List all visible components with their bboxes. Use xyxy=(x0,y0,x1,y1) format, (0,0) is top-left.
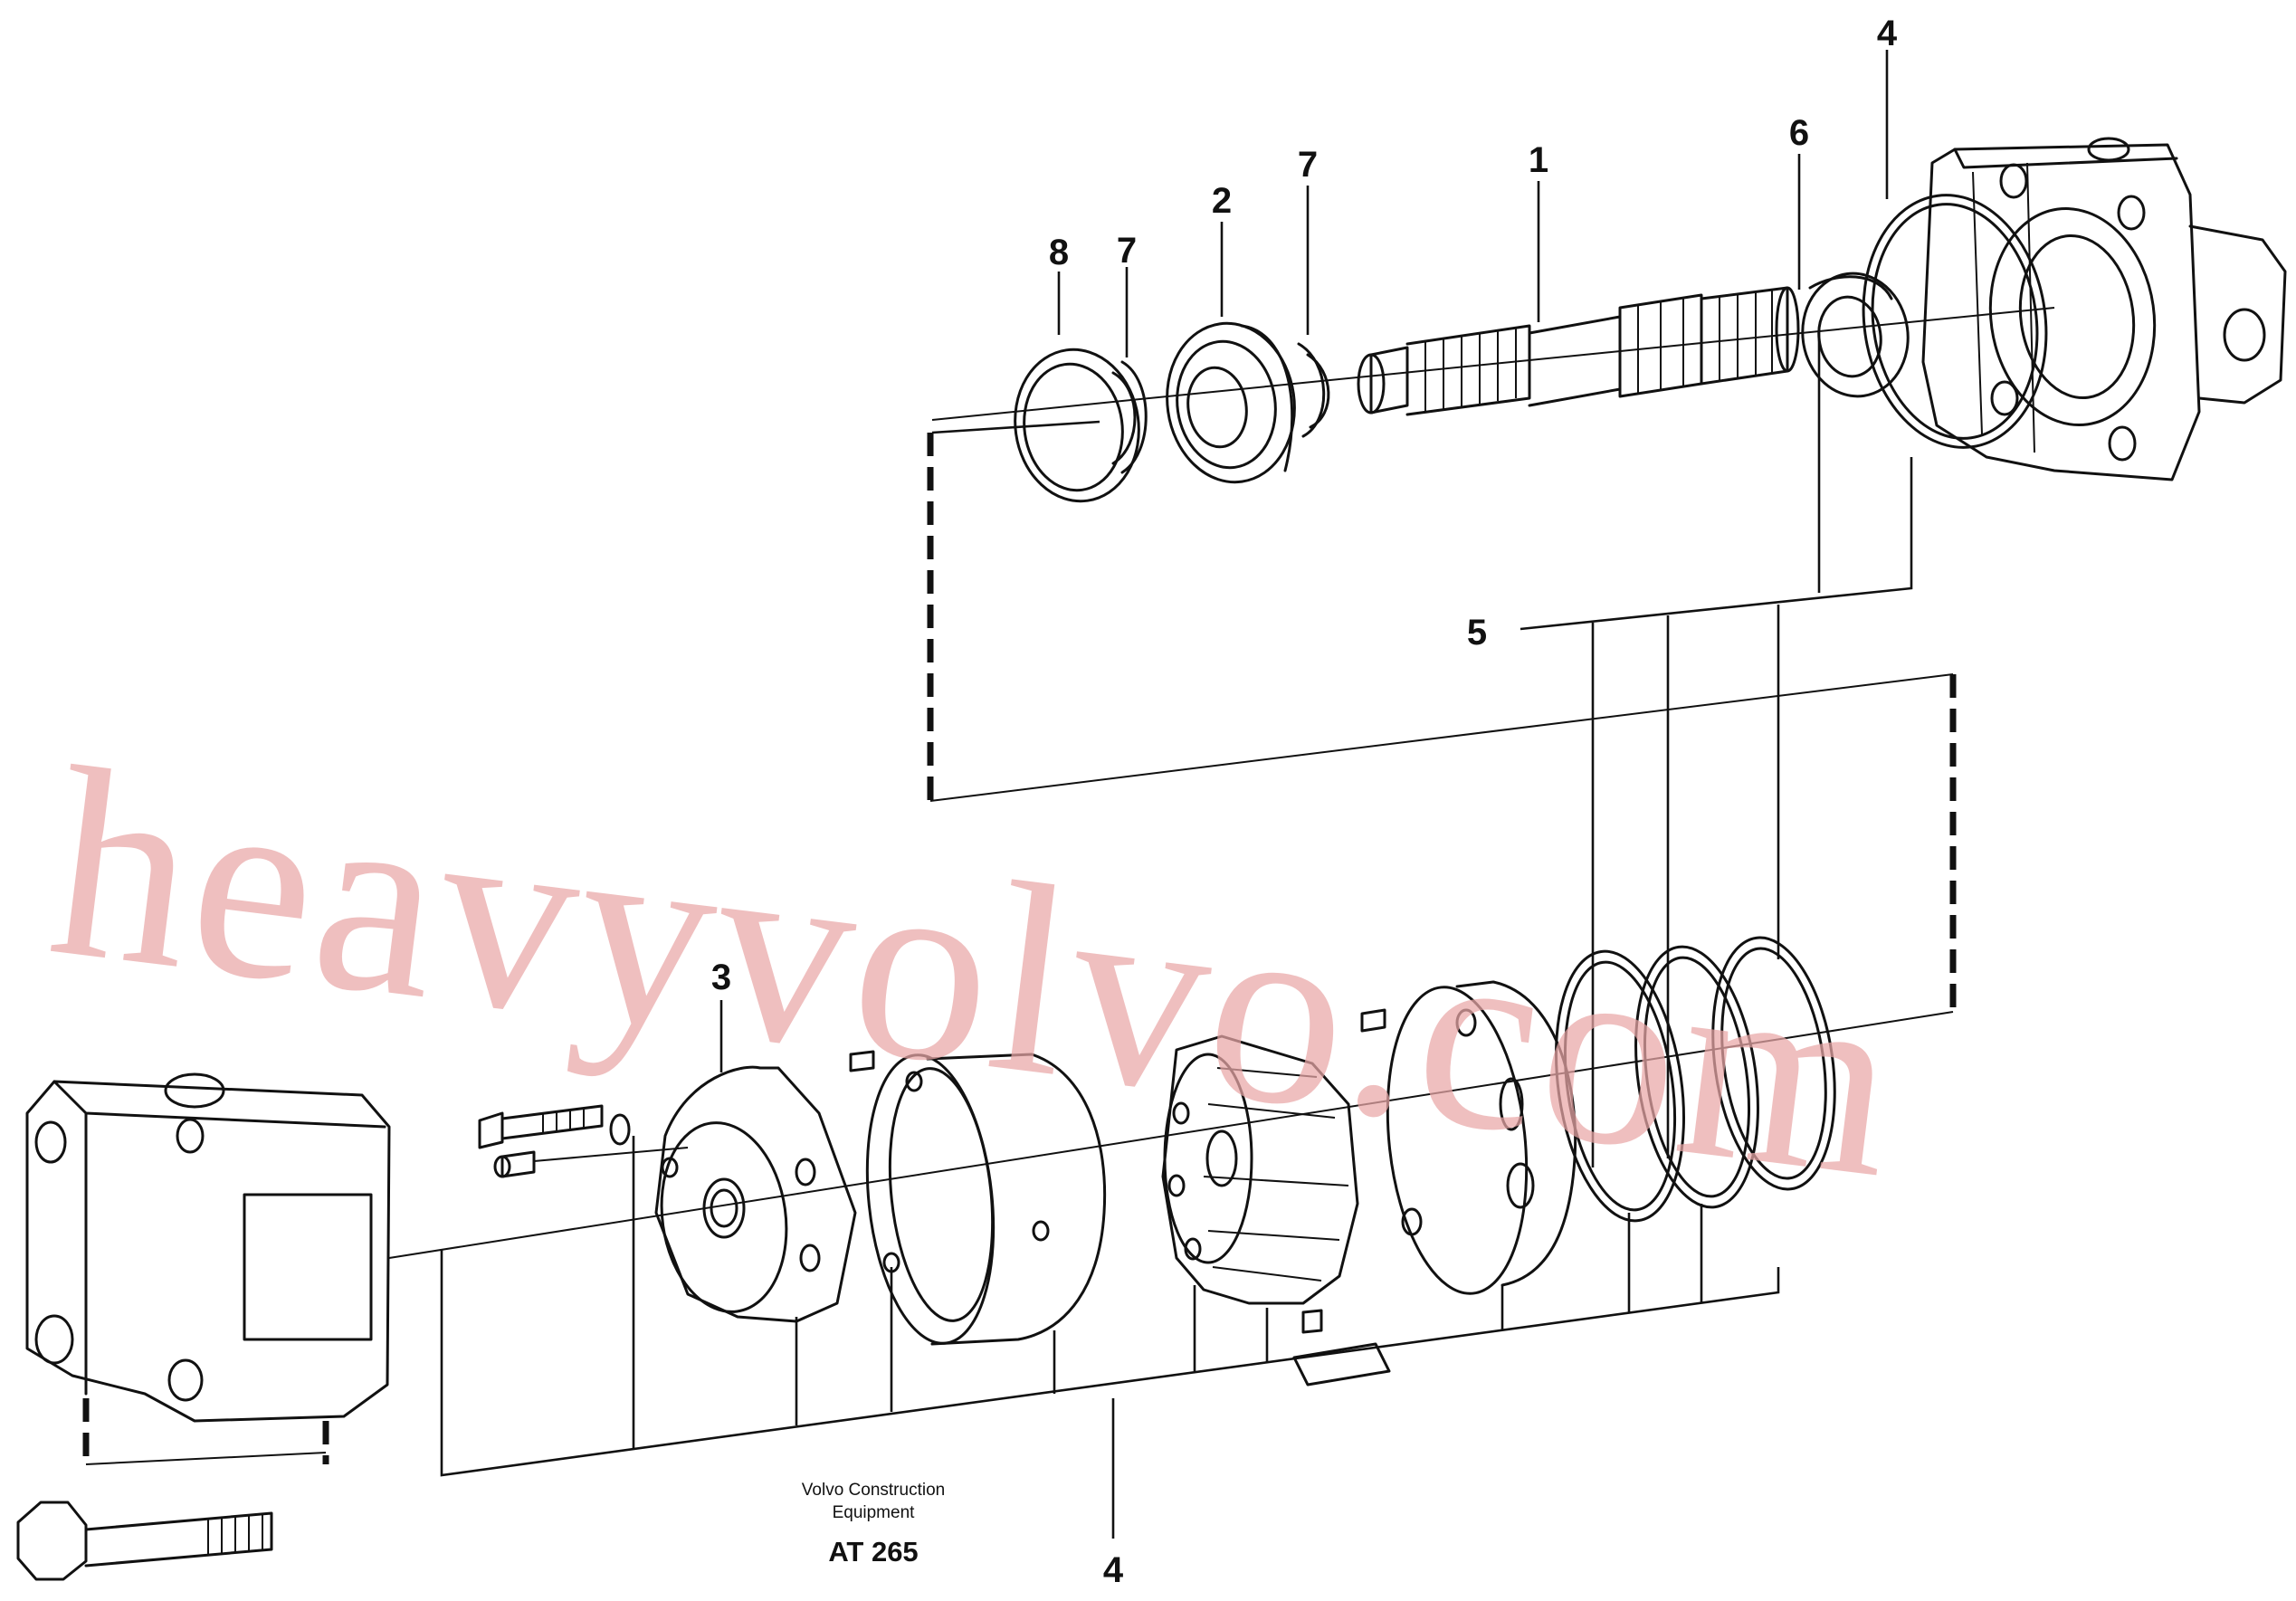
part-1-splined-shaft xyxy=(1357,286,1800,416)
callout-4-top: 4 xyxy=(1877,14,1898,53)
part-7-snap-ring-left xyxy=(1111,360,1148,474)
small-screw-and-dowel xyxy=(478,1104,689,1178)
cam-ring xyxy=(849,1050,1107,1346)
rotor-with-vanes xyxy=(1161,1034,1391,1387)
upper-axis-line xyxy=(931,307,2055,421)
part-6-shaft-seal xyxy=(1801,272,1910,398)
lower-seal-rings xyxy=(1555,936,1836,1223)
part-7-snap-ring-right xyxy=(1297,342,1330,438)
watermark: heavyvolvo.com xyxy=(38,710,1913,1235)
callout-4-bottom: 4 xyxy=(1103,1550,1124,1590)
part-8-retaining-ring xyxy=(1014,348,1140,503)
drawing-reference-code: AT 265 xyxy=(828,1536,918,1568)
callout-1: 1 xyxy=(1529,140,1548,180)
callout-2: 2 xyxy=(1212,181,1232,221)
callout-5: 5 xyxy=(1467,613,1487,653)
callout-7-right: 7 xyxy=(1298,145,1318,185)
caption-line-1: Volvo Construction xyxy=(802,1481,945,1500)
long-bolt xyxy=(16,1501,273,1581)
callout-6: 6 xyxy=(1789,113,1809,153)
caption-line-2: Equipment xyxy=(833,1503,916,1522)
pressure-plate xyxy=(1360,980,1577,1295)
lower-axis-line xyxy=(388,1011,1954,1259)
part-2-ball-bearing xyxy=(1166,321,1296,484)
part-4-o-ring-top xyxy=(1862,194,2048,449)
callout-8: 8 xyxy=(1049,233,1069,272)
part-3-port-plate xyxy=(654,1065,857,1323)
rear-cover-housing xyxy=(25,1072,391,1423)
callout-7-left: 7 xyxy=(1117,231,1137,271)
front-cover-housing xyxy=(1921,137,2287,481)
callout-3: 3 xyxy=(711,958,731,997)
